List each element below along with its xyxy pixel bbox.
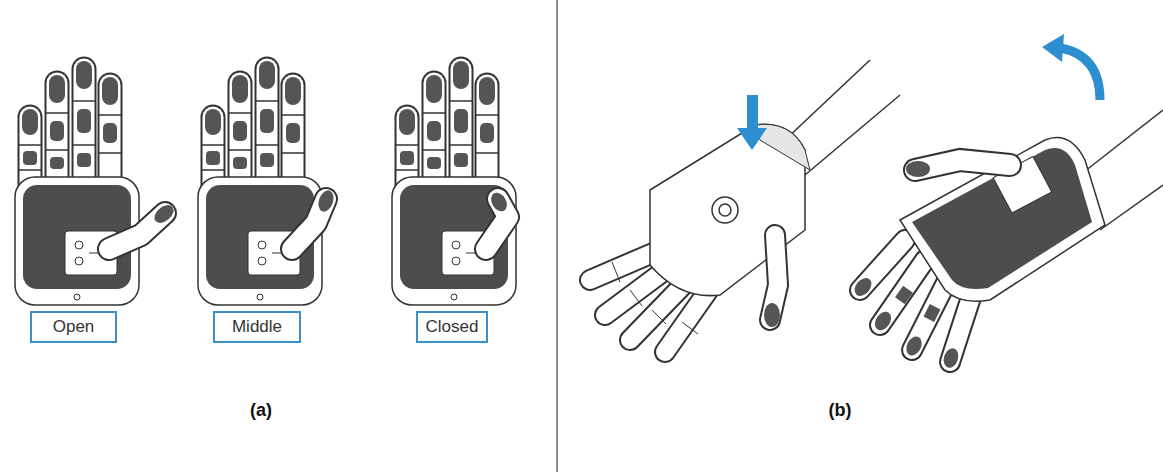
- hand-body: [198, 61, 322, 305]
- forearm-line: [805, 95, 900, 175]
- palm-pad: [912, 148, 1092, 289]
- robot-hand-palm: [851, 34, 1163, 370]
- forearm-line: [785, 60, 870, 140]
- rotate-arrow: [1060, 48, 1100, 100]
- rotate-arrow-head: [1042, 34, 1064, 62]
- finger: [665, 288, 710, 352]
- thumb-pad: [488, 190, 510, 214]
- thumb-pad: [906, 161, 930, 177]
- palm-frame: [900, 138, 1105, 302]
- hand-body: [392, 61, 516, 305]
- thumb-pad: [764, 303, 780, 327]
- state-label: Open: [53, 317, 95, 337]
- thumb-pad: [316, 188, 337, 213]
- robot-hand-middle: [198, 61, 336, 305]
- thumb-pad: [151, 202, 177, 227]
- forearm-line: [1080, 110, 1163, 175]
- panel-divider: [556, 0, 558, 472]
- robot-hand-back: [590, 60, 900, 352]
- state-label-box: Open: [30, 311, 117, 343]
- press-arrow: [737, 95, 767, 150]
- panel-label: (b): [829, 400, 852, 421]
- hand-body: [15, 61, 139, 305]
- state-label: Closed: [426, 317, 479, 337]
- robot-hand-closed: [392, 61, 516, 305]
- logo: [712, 197, 738, 223]
- state-label: Middle: [232, 317, 282, 337]
- robot-hand-open: [15, 61, 177, 305]
- state-label-box: Closed: [416, 311, 488, 343]
- forearm-line: [1100, 185, 1163, 230]
- panel-label: (a): [250, 400, 272, 421]
- state-label-box: Middle: [213, 311, 301, 343]
